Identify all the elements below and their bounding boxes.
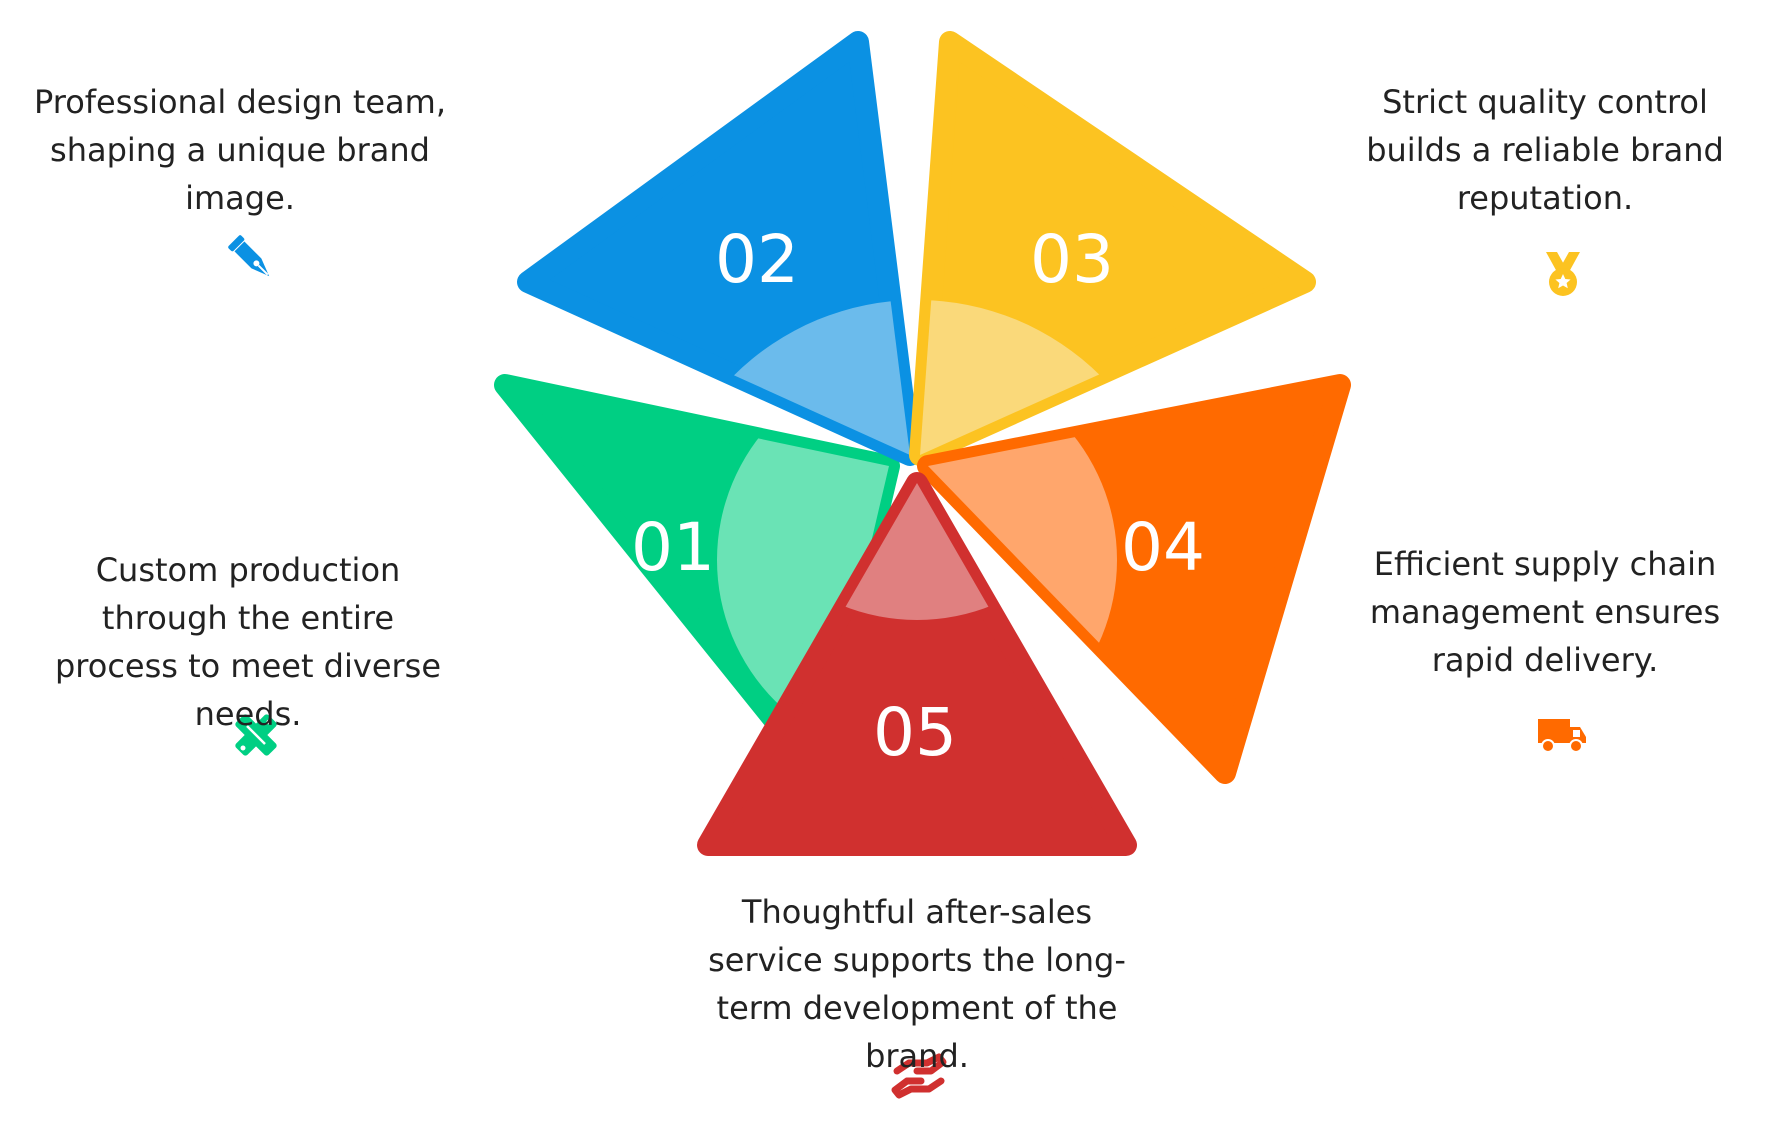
caption-04: Efficient supply chain management ensure… xyxy=(1369,545,1721,679)
hand-holding-icon xyxy=(891,1053,947,1099)
segment-02-number: 02 xyxy=(715,221,799,298)
fountain-pen-icon xyxy=(228,235,270,277)
segment-05-number: 05 xyxy=(873,694,957,771)
segment-03-number: 03 xyxy=(1030,221,1114,298)
pencil-ruler-icon xyxy=(235,714,277,756)
segment-04-number: 04 xyxy=(1121,509,1205,586)
caption-01: Custom production through the entire pro… xyxy=(54,551,442,733)
medal-icon xyxy=(1546,252,1580,296)
segment-05-shape xyxy=(697,472,1137,856)
caption-03: Strict quality control builds a reliable… xyxy=(1366,83,1724,217)
caption-05: Thoughtful after-sales service supports … xyxy=(708,893,1126,1075)
segment-01-number: 01 xyxy=(631,509,715,586)
delivery-truck-icon xyxy=(1538,719,1586,753)
caption-02: Professional design team, shaping a uniq… xyxy=(34,83,446,217)
